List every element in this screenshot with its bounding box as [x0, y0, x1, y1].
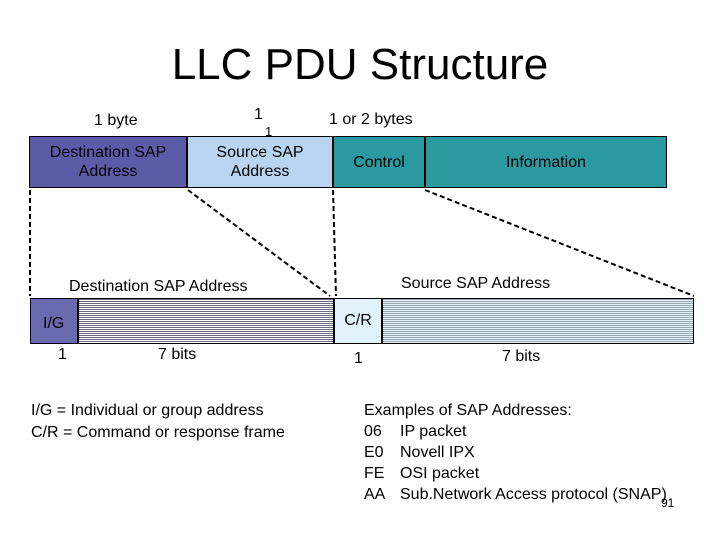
- ssap-left-connector: [332, 189, 337, 297]
- ssap-size-sublabel: 1: [265, 124, 273, 139]
- dsap-field-box: Destination SAP Address: [29, 136, 187, 188]
- ig-bits-label: 1: [58, 346, 67, 363]
- cr-bit-box: C/R: [334, 298, 382, 344]
- control-size-label: 1 or 2 bytes: [329, 111, 413, 128]
- ssap-size-label: 1: [254, 106, 263, 123]
- dsap-size-label: 1 byte: [94, 112, 138, 129]
- control-field-box: Control: [333, 136, 425, 188]
- cr-bits-label: 1: [354, 350, 363, 367]
- ssap-address-bits-box: [382, 298, 694, 344]
- ig-bit-box: I/G: [30, 298, 78, 344]
- examples-heading: Examples of SAP Addresses:: [364, 402, 572, 419]
- legend-ig: I/G = Individual or group address: [31, 402, 264, 419]
- page-title: LLC PDU Structure: [171, 40, 549, 89]
- ssap-bits-label: 7 bits: [502, 348, 541, 365]
- information-field-box: Information: [425, 136, 667, 188]
- dsap-right-connector: [187, 189, 331, 297]
- page-number: 91: [661, 496, 675, 510]
- dsap-bits-label: 7 bits: [158, 346, 197, 363]
- ssap-field-box: Source SAP Address: [187, 136, 333, 188]
- ssap-detail-title: Source SAP Address: [401, 275, 551, 292]
- ssap-right-connector: [424, 189, 695, 297]
- legend-cr: C/R = Command or response frame: [31, 424, 285, 441]
- dsap-detail-title: Destination SAP Address: [69, 278, 248, 295]
- dsap-address-bits-box: [78, 298, 334, 344]
